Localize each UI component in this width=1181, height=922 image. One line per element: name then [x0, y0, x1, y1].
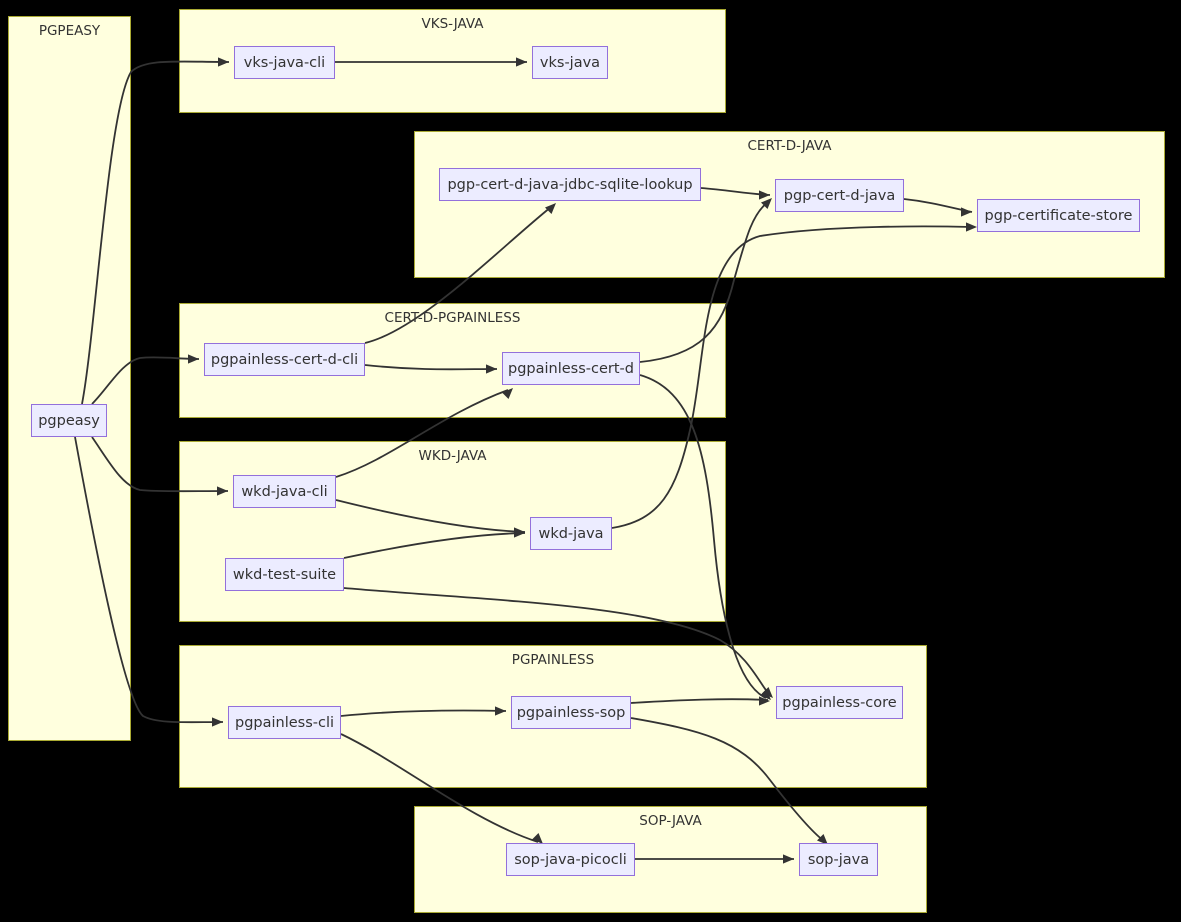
node-wkd-test-suite[interactable]: wkd-test-suite	[225, 558, 344, 591]
cluster-label-pgpainless: PGPAINLESS	[511, 652, 595, 668]
cluster-wkd-java: WKD-JAVA	[179, 441, 726, 622]
node-pgpainless-sop[interactable]: pgpainless-sop	[511, 696, 631, 729]
cluster-label-pgpeasy: PGPEASY	[38, 23, 101, 39]
cluster-label-vks-java: VKS-JAVA	[421, 16, 484, 32]
cluster-label-cert-d-java: CERT-D-JAVA	[747, 138, 832, 154]
node-vks-java-cli[interactable]: vks-java-cli	[234, 46, 335, 79]
cluster-label-cert-d-pgpainless: CERT-D-PGPAINLESS	[384, 310, 521, 326]
node-pgpeasy[interactable]: pgpeasy	[31, 404, 107, 437]
node-pgp-cert-d-java[interactable]: pgp-cert-d-java	[775, 179, 904, 212]
node-wkd-java-cli[interactable]: wkd-java-cli	[233, 475, 336, 508]
node-pgpainless-cert-d-cli[interactable]: pgpainless-cert-d-cli	[204, 343, 365, 376]
cluster-pgpeasy: PGPEASY	[8, 16, 131, 741]
node-sop-java[interactable]: sop-java	[799, 843, 878, 876]
node-pgpainless-cli[interactable]: pgpainless-cli	[228, 706, 341, 739]
node-pgpainless-core[interactable]: pgpainless-core	[776, 686, 903, 719]
node-pgpainless-cert-d[interactable]: pgpainless-cert-d	[502, 352, 640, 385]
node-vks-java[interactable]: vks-java	[532, 46, 608, 79]
cluster-label-wkd-java: WKD-JAVA	[418, 448, 487, 464]
node-sop-java-picocli[interactable]: sop-java-picocli	[506, 843, 635, 876]
cluster-label-sop-java: SOP-JAVA	[639, 813, 702, 829]
node-wkd-java[interactable]: wkd-java	[530, 517, 612, 550]
node-pgp-cert-d-java-jdbc-sqlite-lookup[interactable]: pgp-cert-d-java-jdbc-sqlite-lookup	[439, 168, 701, 201]
node-pgp-certificate-store[interactable]: pgp-certificate-store	[977, 199, 1140, 232]
